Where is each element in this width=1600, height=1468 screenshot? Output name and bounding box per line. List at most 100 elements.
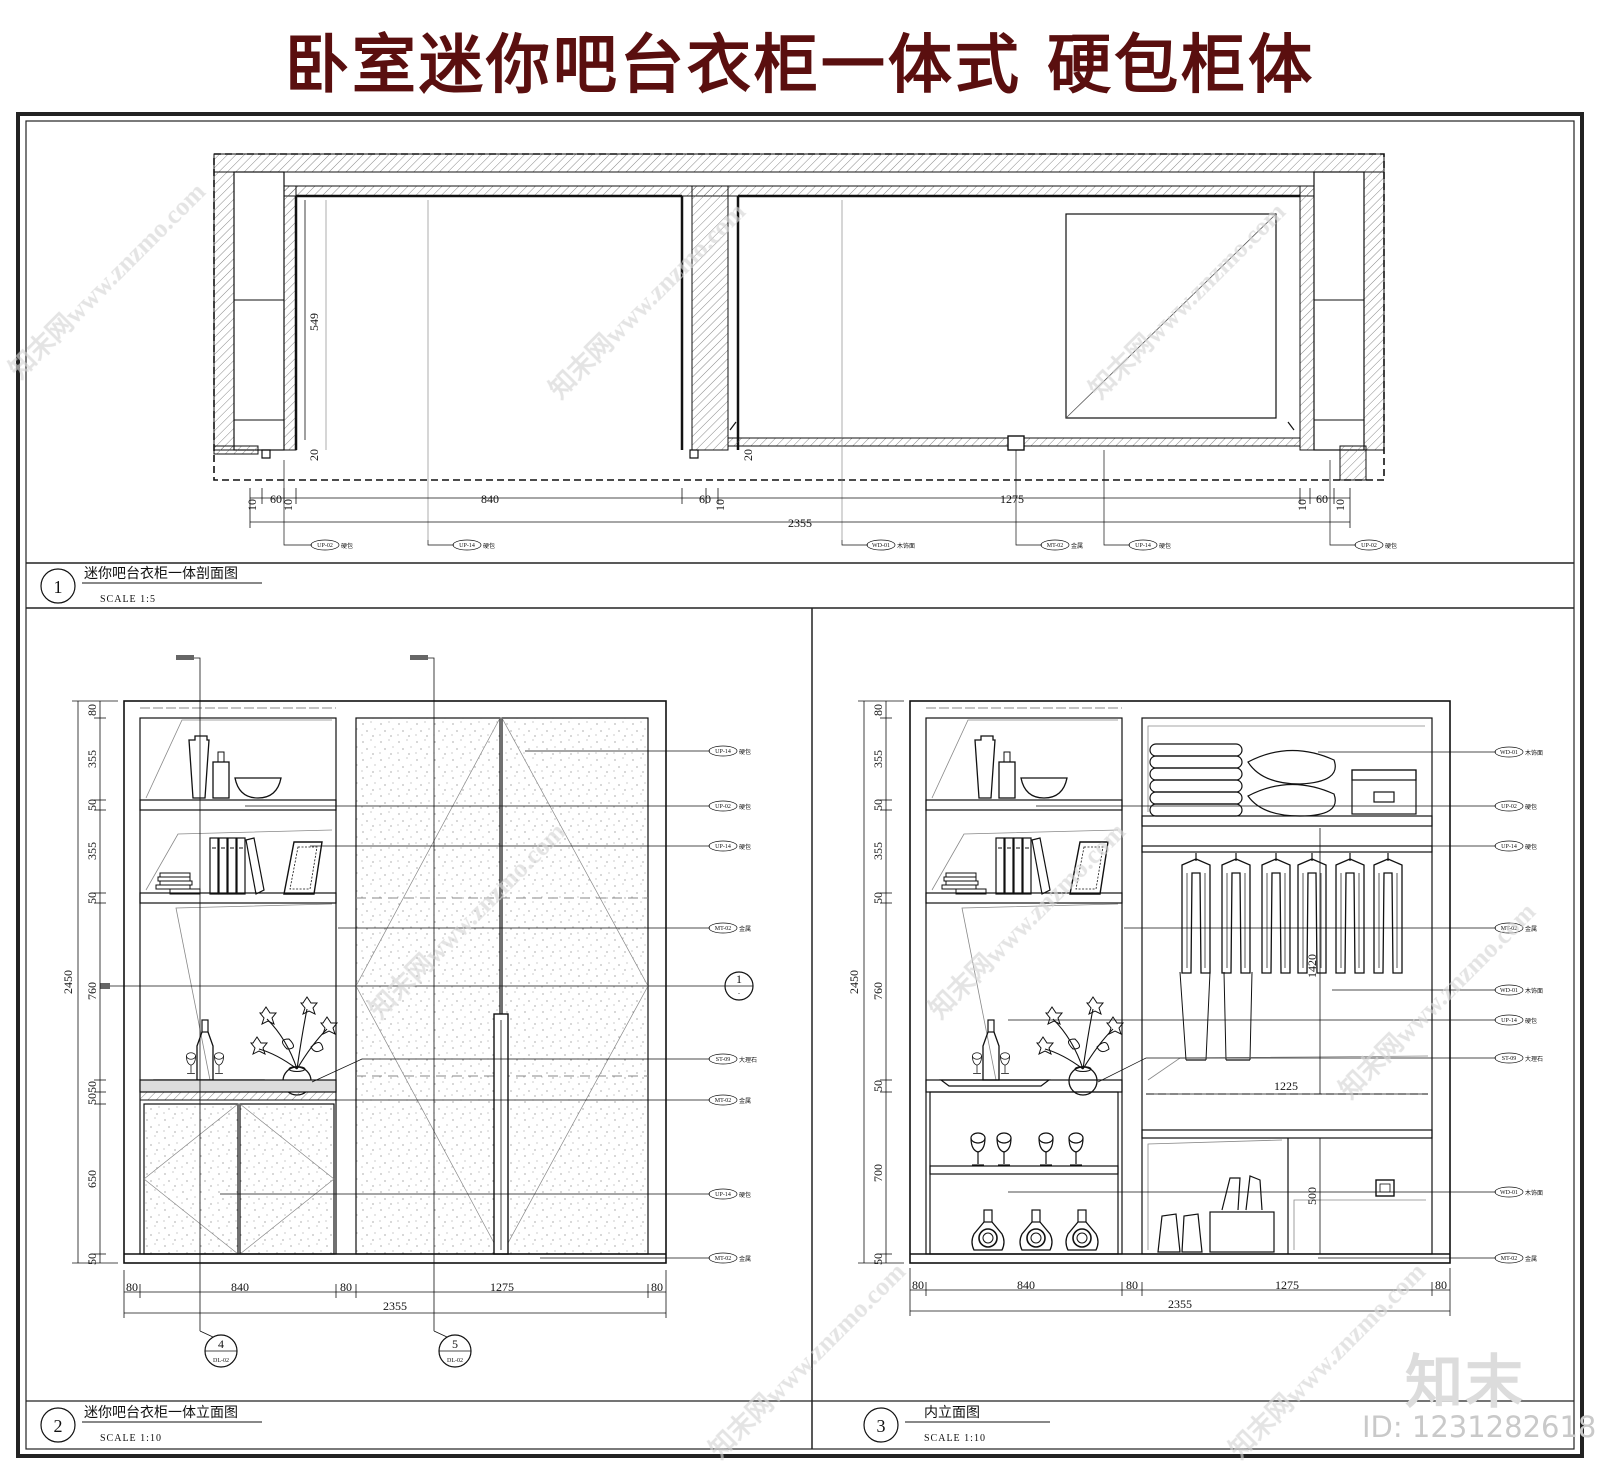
dim-inner-left-3: 50 bbox=[871, 799, 885, 811]
dim-front-bottom-4: 1275 bbox=[490, 1280, 514, 1294]
tag-code-p3-1: WD-01 bbox=[1500, 750, 1518, 756]
tag-code-p2-3: UP-14 bbox=[715, 844, 731, 850]
dim-plan-3: 10 bbox=[281, 499, 295, 511]
detail-marker-2-bottom: DL-02 bbox=[447, 1358, 463, 1364]
tag-text-p3-3: 硬包 bbox=[1525, 843, 1537, 851]
section-marker-bottom: - bbox=[738, 991, 740, 997]
section-marker-top: 1 bbox=[736, 972, 742, 986]
panel-2-title-block: 2 迷你吧台衣柜一体立面图 SCALE 1:10 bbox=[40, 1405, 262, 1444]
tag-text-p1-4: 金属 bbox=[1071, 542, 1083, 550]
dim-plan-small-1: 20 bbox=[307, 449, 321, 461]
dim-front-bottom-5: 80 bbox=[651, 1280, 663, 1294]
tag-text-p3-2: 硬包 bbox=[1525, 803, 1537, 811]
dim-plan-10: 10 bbox=[1333, 499, 1347, 511]
tag-text-p3-6: 硬包 bbox=[1525, 1017, 1537, 1025]
tag-code-p1-4: MT-02 bbox=[1047, 543, 1063, 549]
panel-3-title: 内立面图 bbox=[924, 1405, 980, 1421]
front-elevation-dimensions: 80 355 50 355 50 760 5050 650 50 2450 80… bbox=[61, 700, 667, 1318]
tag-text-p2-7: 硬包 bbox=[739, 1191, 751, 1199]
dim-inner-left-6: 760 bbox=[871, 982, 885, 1000]
tag-text-p1-6: 硬包 bbox=[1385, 542, 1397, 550]
tag-code-p2-1: UP-14 bbox=[715, 749, 731, 755]
detail-marker-2-top: 5 bbox=[452, 1337, 458, 1351]
tag-text-p1-3: 木饰面 bbox=[897, 542, 915, 550]
panel-2-scale: SCALE 1:10 bbox=[100, 1433, 162, 1444]
dim-inner-bottom-5: 80 bbox=[1435, 1278, 1447, 1292]
dim-plan-total: 2355 bbox=[788, 516, 812, 530]
tag-code-p1-3: WD-01 bbox=[872, 543, 890, 549]
panel-2-number: 2 bbox=[54, 1416, 63, 1436]
tag-code-p1-1: UP-02 bbox=[317, 543, 333, 549]
watermark-text-3: 知末网www.znzmo.com bbox=[1084, 197, 1292, 405]
dim-front-left-3: 50 bbox=[85, 799, 99, 811]
section-plan-dimensions: 10 60 10 840 60 10 1275 10 60 10 2355 54… bbox=[245, 200, 1351, 530]
tag-code-p2-2: UP-02 bbox=[715, 804, 731, 810]
dim-inner-left-2: 355 bbox=[871, 750, 885, 768]
dim-front-left-1: 80 bbox=[85, 704, 99, 716]
panel-3-title-block: 3 内立面图 SCALE 1:10 bbox=[863, 1405, 1050, 1444]
sheet-border-outer bbox=[16, 112, 1584, 1458]
front-elevation-leaders: 1 - 4 DL-02 5 DL-02 bbox=[100, 655, 754, 1368]
dim-front-bottom-3: 80 bbox=[340, 1280, 352, 1294]
tag-text-p1-5: 硬包 bbox=[1159, 542, 1171, 550]
dim-inner-shoe: 500 bbox=[1305, 1187, 1319, 1205]
tag-text-p1-2: 硬包 bbox=[483, 542, 495, 550]
inner-elevation-tags: WD-01 木饰面 UP-02 硬包 UP-14 硬包 MT-02 金属 WD-… bbox=[1500, 749, 1543, 1263]
dim-plan-depth: 549 bbox=[307, 313, 321, 331]
dim-front-left-6: 760 bbox=[85, 982, 99, 1000]
sheet-border-inner bbox=[25, 120, 1575, 1450]
panel-1-scale: SCALE 1:5 bbox=[100, 594, 156, 605]
inner-elevation-drawing bbox=[909, 700, 1451, 1264]
panel-3-number: 3 bbox=[877, 1416, 886, 1436]
tag-code-p1-6: UP-02 bbox=[1361, 543, 1377, 549]
dim-inner-width: 1225 bbox=[1274, 1079, 1298, 1093]
dim-plan-5: 60 bbox=[699, 492, 711, 506]
tag-code-p3-3: UP-14 bbox=[1501, 844, 1517, 850]
front-elevation-tags: UP-14 硬包 UP-02 硬包 UP-14 硬包 MT-02 金属 ST-0… bbox=[715, 748, 757, 1263]
dim-inner-left-5: 50 bbox=[871, 892, 885, 904]
section-plan-tags: UP-02 硬包 UP-14 硬包 WD-01 木饰面 MT-02 金属 UP-… bbox=[283, 450, 1397, 551]
detail-marker-1-top: 4 bbox=[218, 1337, 224, 1351]
tag-text-p2-1: 硬包 bbox=[739, 748, 751, 756]
panel-1-title: 迷你吧台衣柜一体剖面图 bbox=[84, 566, 238, 582]
dim-plan-2: 60 bbox=[270, 492, 282, 506]
dim-front-bottom-1: 80 bbox=[126, 1280, 138, 1294]
tag-code-p3-9: MT-02 bbox=[1501, 1256, 1517, 1262]
tag-code-p2-5: ST-09 bbox=[716, 1057, 730, 1063]
dim-front-left-4: 355 bbox=[85, 842, 99, 860]
tag-text-p2-6: 金属 bbox=[739, 1097, 751, 1105]
panel-2-title: 迷你吧台衣柜一体立面图 bbox=[84, 1405, 238, 1421]
dim-front-left-7: 5050 bbox=[85, 1081, 99, 1105]
dim-plan-1: 10 bbox=[245, 499, 259, 511]
tag-code-p1-2: UP-14 bbox=[459, 543, 475, 549]
image-id-label: ID: 1231282618 bbox=[1362, 1410, 1597, 1444]
tag-text-p3-8: 木饰面 bbox=[1525, 1189, 1543, 1197]
dim-inner-total: 2355 bbox=[1168, 1297, 1192, 1311]
tag-code-p2-6: MT-02 bbox=[715, 1098, 731, 1104]
tag-text-p3-4: 金属 bbox=[1525, 925, 1537, 933]
dim-inner-bottom-3: 80 bbox=[1126, 1278, 1138, 1292]
tag-code-p3-7: ST-09 bbox=[1502, 1056, 1516, 1062]
detail-marker-1-bottom: DL-02 bbox=[213, 1358, 229, 1364]
tag-text-p2-4: 金属 bbox=[739, 925, 751, 933]
dim-plan-small-2: 20 bbox=[741, 449, 755, 461]
dim-inner-left-7: 50 bbox=[871, 1080, 885, 1092]
inner-elevation-dimensions: 80 355 50 355 50 760 50 700 50 2450 1420… bbox=[847, 700, 1451, 1316]
tag-code-p3-8: WD-01 bbox=[1500, 1190, 1518, 1196]
tag-code-p3-4: MT-02 bbox=[1501, 926, 1517, 932]
tag-text-p3-9: 金属 bbox=[1525, 1255, 1537, 1263]
inner-elevation-leaders bbox=[1008, 746, 1524, 1264]
dim-inner-height: 2450 bbox=[847, 970, 861, 994]
tag-code-p2-4: MT-02 bbox=[715, 926, 731, 932]
dim-front-left-9: 50 bbox=[85, 1253, 99, 1265]
panel-1-number: 1 bbox=[54, 577, 63, 597]
watermark-text-1: 知末网www.znzmo.com bbox=[4, 177, 212, 385]
dim-inner-left-8: 700 bbox=[871, 1164, 885, 1182]
panel-3-scale: SCALE 1:10 bbox=[924, 1433, 986, 1444]
tag-code-p3-2: UP-02 bbox=[1501, 804, 1517, 810]
dim-front-left-5: 50 bbox=[85, 892, 99, 904]
tag-text-p3-5: 木饰面 bbox=[1525, 987, 1543, 995]
dim-plan-8: 10 bbox=[1295, 499, 1309, 511]
dim-inner-bottom-2: 840 bbox=[1017, 1278, 1035, 1292]
